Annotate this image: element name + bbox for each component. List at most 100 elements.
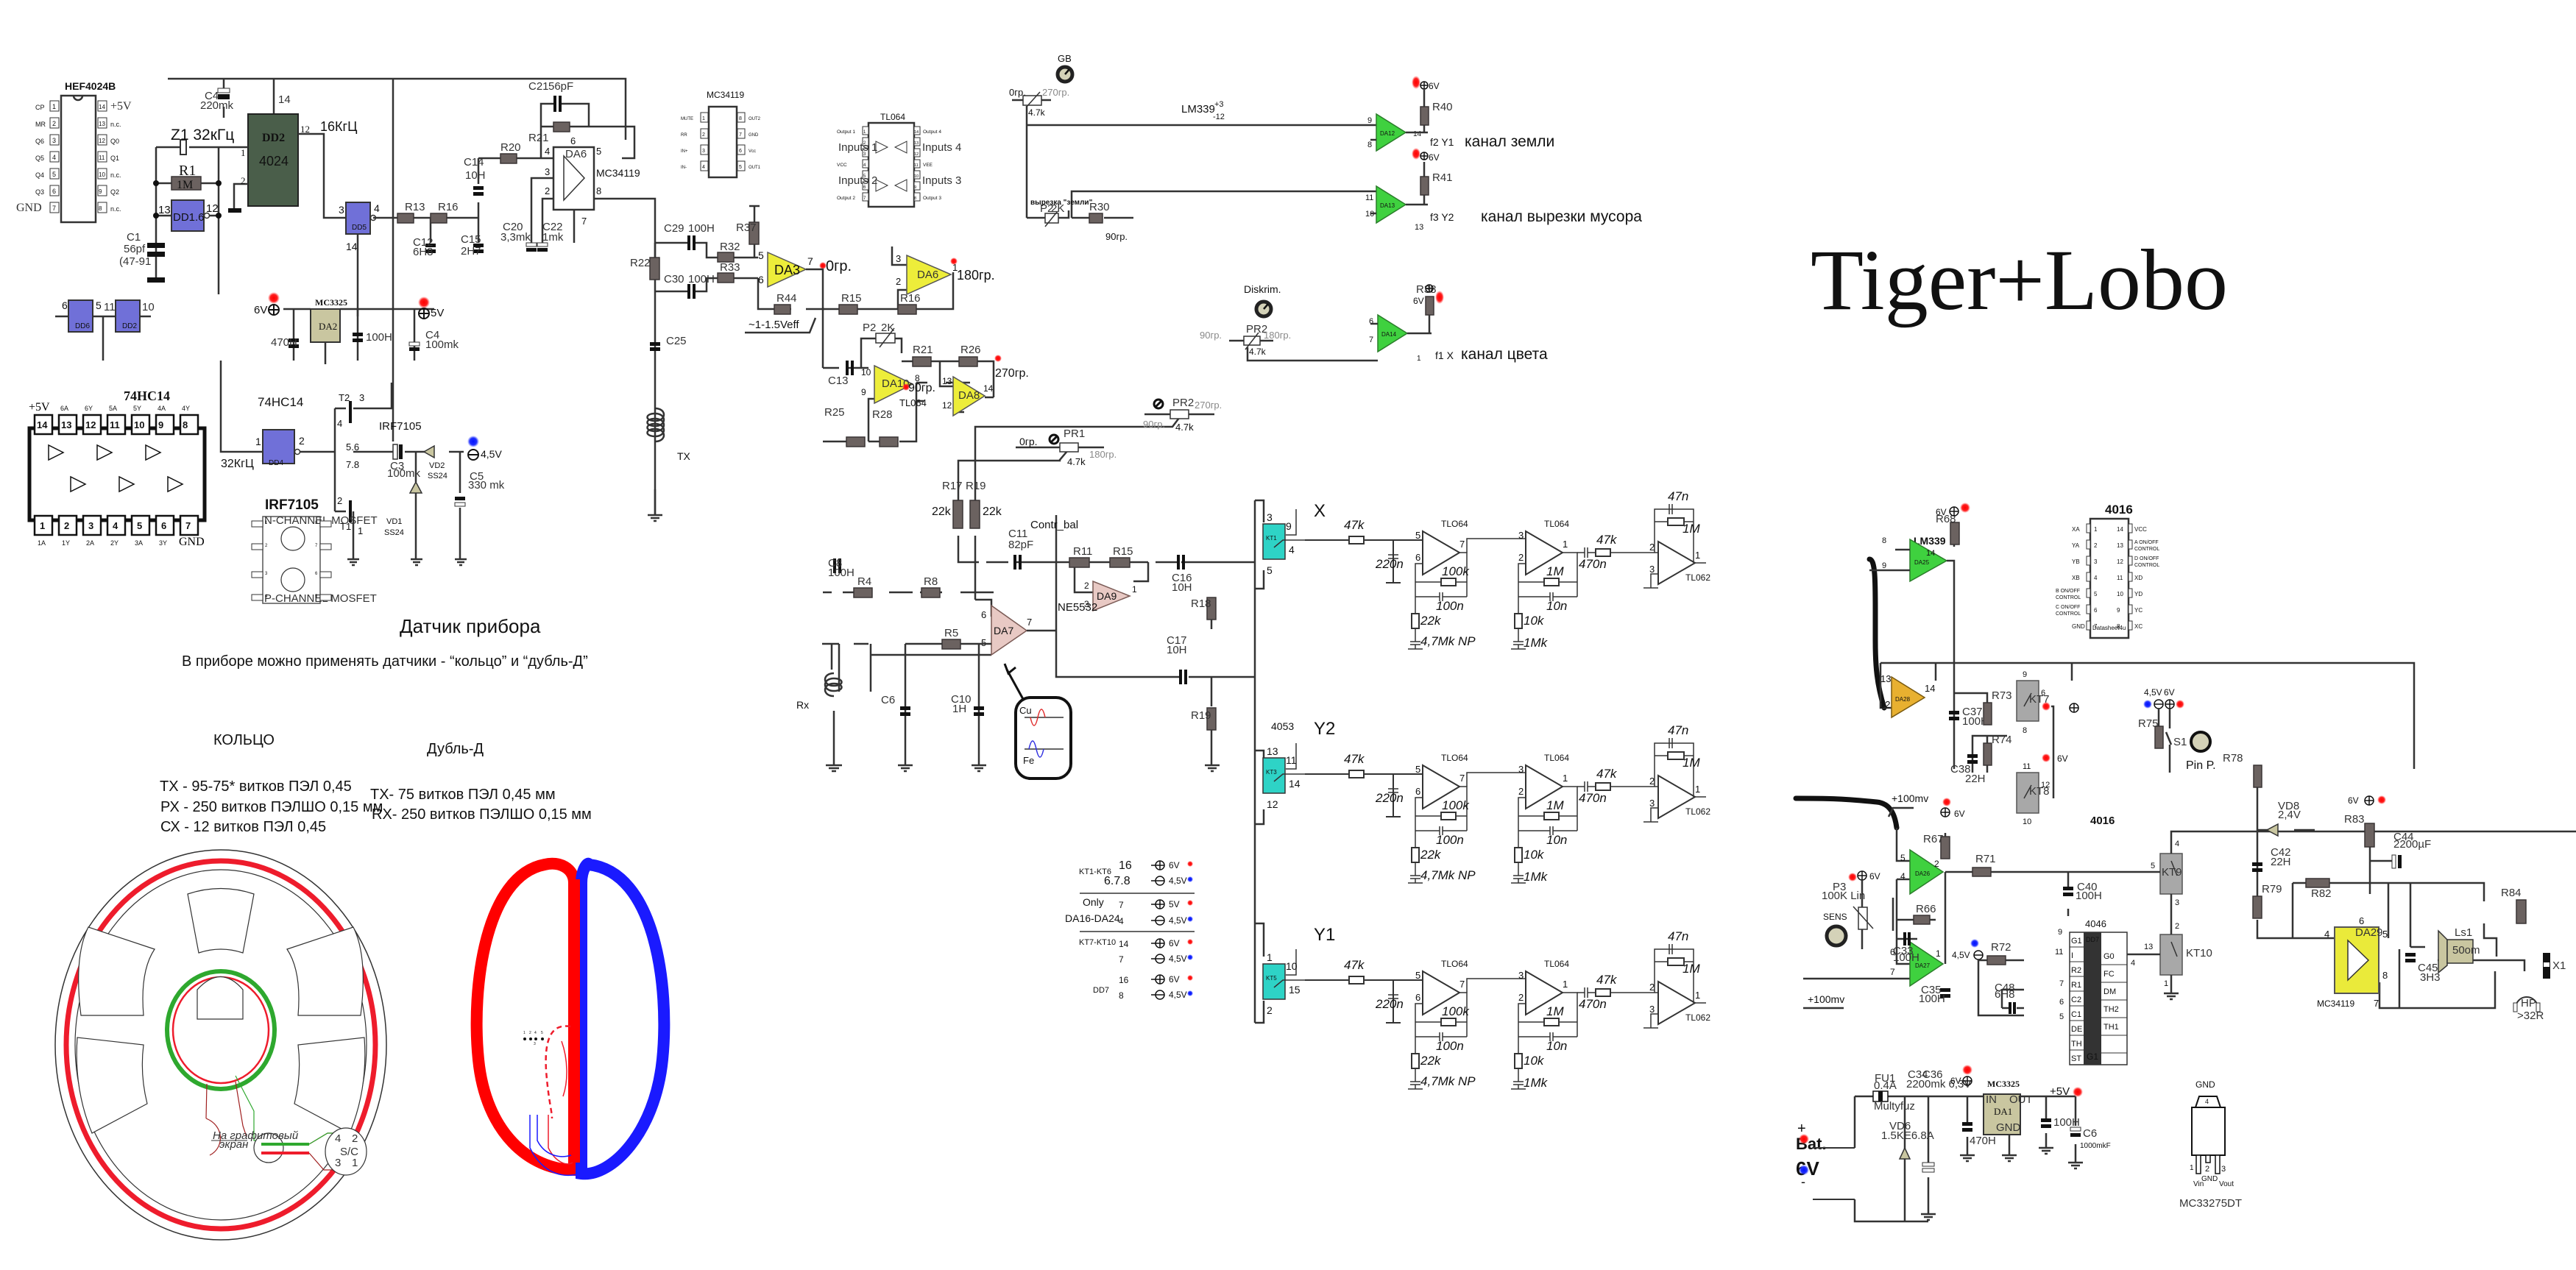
pkg-vin: Vin: [2193, 1180, 2204, 1188]
hc14-top-label: 4A: [158, 405, 166, 412]
opamp-2-pin3: 3: [1518, 764, 1524, 775]
c44-label: C44: [2393, 831, 2414, 843]
hef-pin-label: Q3: [35, 188, 44, 196]
da27-pin6: 6: [1890, 947, 1895, 957]
gb-left-label: 0гр.: [1009, 87, 1026, 98]
crystal-label: Z1 32кГц: [171, 127, 234, 143]
mc34119-right-pin-label: OUT1: [749, 166, 761, 170]
mc34119-left-pin-label: IN-: [681, 166, 687, 170]
negative-indicator-icon: [1187, 916, 1193, 922]
kt7-pin8: 8: [2023, 726, 2027, 735]
hef-pin-number: 10: [99, 171, 105, 178]
c38-value: 22H: [1965, 773, 1986, 785]
hc14-pinout: 74HC14 14+5V11A136A21Y126Y32A115A42Y105Y…: [27, 389, 207, 548]
opamp-1-label: TLO64: [1441, 959, 1468, 969]
opamp-3-fb-capacitor-label: 47n: [1668, 489, 1688, 503]
dd-connector-pin: [529, 1037, 532, 1040]
c4-label: C4: [205, 90, 219, 102]
hef-pin-label: CP: [35, 104, 45, 111]
tl064-right-pin-number: 13: [914, 141, 919, 146]
hc14-bottom-pin-number: 4: [113, 520, 118, 531]
speaker-label: Ls1: [2455, 926, 2472, 939]
vd8-label: VD8: [2278, 800, 2299, 812]
gb-knob-label: GB: [1058, 53, 1072, 64]
opamp-link: [1466, 772, 1526, 787]
ground-cut-label: вырезка "земли": [1030, 199, 1093, 207]
r67-supply: 6V: [1954, 809, 1965, 819]
c35-value: 100H: [1919, 993, 1945, 1005]
c37-value: 100H: [1962, 715, 1989, 728]
lm339-bottom: LM339 DA25 8 9 14 R68 6V DA28 13 12 14 C…: [1869, 503, 2416, 826]
r84-label: R84: [2501, 887, 2522, 899]
hef-pin-number: 14: [99, 104, 105, 110]
input-resistor-label: 47k: [1344, 518, 1365, 532]
da8-pin14: 14: [983, 383, 994, 394]
c3-value: 100mk: [387, 467, 421, 480]
hc14-top-pin: [57, 414, 78, 436]
positive-indicator-icon: [1187, 900, 1193, 906]
c4046-right-pin-label: DM: [2103, 987, 2116, 996]
r83-label: R83: [2344, 813, 2365, 826]
kt7-pin9: 9: [2023, 670, 2027, 679]
hef-pin-box: [97, 117, 107, 129]
kt10-pin2: 2: [2175, 922, 2179, 931]
r18-label: R18: [1191, 597, 1211, 610]
opamp-2-gain-capacitor-label: 1Mk: [1524, 636, 1549, 650]
opamp-1-pin6: 6: [1415, 786, 1420, 797]
da14-pin7: 7: [1369, 336, 1373, 344]
opamp-1-gain-capacitor-label: 4,7Mk NP: [1420, 868, 1476, 882]
c30-label: C30: [664, 273, 684, 285]
contr-bal-label: Contr_bal: [1030, 519, 1078, 531]
irf-right-pin: [319, 571, 332, 578]
da6-label: DA6: [565, 148, 587, 160]
input-capacitor-label: 220n: [1375, 557, 1404, 571]
opamp-3: [1657, 540, 1696, 586]
hc14-bottom-pin: [179, 514, 199, 536]
op3-input-resistor-label: 47k: [1596, 533, 1618, 547]
input-capacitor-label: 220n: [1375, 791, 1404, 805]
mc34119-title: MC34119: [707, 90, 744, 100]
c4016-left-pin: [2086, 539, 2091, 550]
hef-pin-box: [49, 168, 60, 180]
supply-pin: 7: [1119, 954, 1124, 965]
c21-value: 56pF: [548, 80, 573, 93]
r21-label: R21: [528, 132, 549, 144]
dd16-pin13: 13: [158, 204, 171, 216]
r25-label: R25: [824, 406, 845, 419]
opamp-2-pin3: 3: [1518, 970, 1524, 981]
t2-label: T2: [339, 392, 350, 403]
hef-pin-number: 6: [52, 188, 56, 195]
da26-pin4: 4: [1900, 871, 1906, 881]
ring-title: КОЛЬЦО: [213, 732, 275, 748]
r26-label: R26: [960, 344, 981, 356]
da10-pin9: 9: [861, 387, 866, 397]
hef-pin-label: MR: [35, 121, 46, 128]
hef-pin-label: n.c.: [110, 171, 121, 179]
hef-pin-box: [97, 100, 107, 112]
tl064-right-pin: [913, 137, 921, 146]
hc14-top-pin-number: 13: [61, 419, 71, 430]
dd2-pin1: 1: [241, 147, 246, 158]
da6b-pin3: 3: [896, 253, 901, 264]
ne5532-label: NE5532: [1058, 601, 1097, 614]
coupling-capacitor: [1584, 987, 1588, 998]
c4016-right-pin: [2128, 572, 2133, 582]
c35-label: C35: [1921, 984, 1942, 996]
opamp-1-gain-capacitor-label: 4,7Mk NP: [1420, 634, 1476, 648]
chip-4016-watermark: Datasheet4u: [2092, 625, 2126, 631]
opamp-2: [1525, 764, 1564, 810]
tl064-inputs1: Inputs 1: [838, 141, 877, 154]
opamp-3-fb-resistor: [1667, 517, 1685, 526]
mc34119-left-pin-label: MUTE: [681, 117, 693, 121]
dd2-label: DD2: [262, 132, 285, 144]
da13-pin13: 13: [1415, 223, 1423, 232]
pinpointer-button[interactable]: [2190, 731, 2212, 753]
dd6-label: DD6: [75, 322, 90, 330]
sens-knob[interactable]: [1825, 924, 1848, 948]
hef-pin-box: [49, 202, 60, 213]
diskrim-left-label: 90гр.: [1200, 330, 1222, 341]
c4046-left-pin-label: C1: [2071, 1010, 2081, 1019]
fu1-value: 0.4A: [1874, 1079, 1897, 1092]
p3-supply: 6V: [1869, 871, 1880, 881]
da9-label: DA9: [1097, 590, 1117, 602]
